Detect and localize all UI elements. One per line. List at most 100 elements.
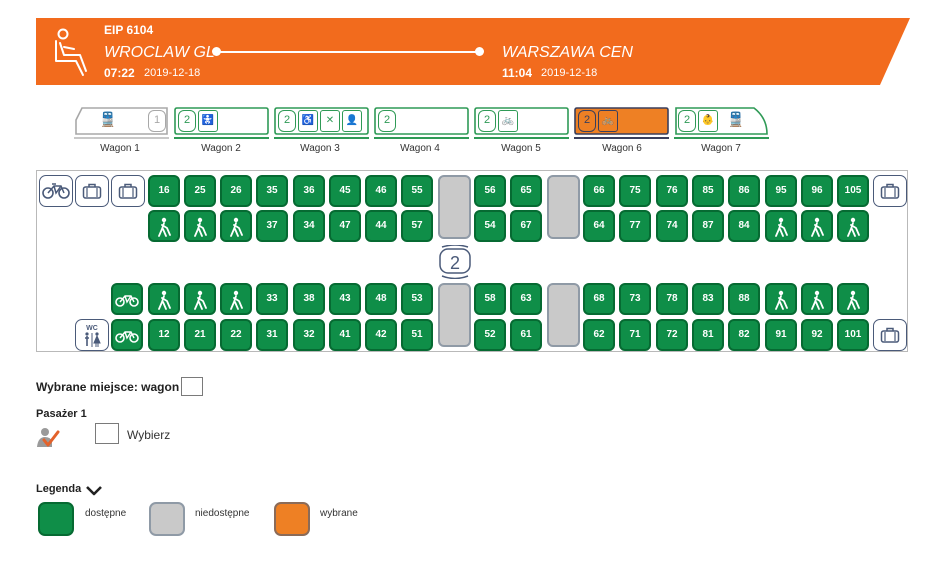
seat-12[interactable]: 12 — [148, 319, 180, 351]
legend-unavailable-swatch — [149, 502, 185, 536]
seat-88[interactable]: 88 — [728, 283, 760, 315]
luggage-area-box — [873, 319, 907, 351]
seat-96[interactable]: 96 — [801, 175, 833, 207]
bicycle-seat-icon — [111, 283, 143, 315]
seat-16[interactable]: 16 — [148, 175, 180, 207]
seat-37[interactable]: 37 — [256, 210, 288, 242]
seat-76[interactable]: 76 — [656, 175, 688, 207]
class-badge: 2 — [439, 244, 471, 280]
luggage-icon — [82, 183, 102, 199]
seat-71[interactable]: 71 — [619, 319, 651, 351]
seat-81[interactable]: 81 — [692, 319, 724, 351]
seat-68[interactable]: 68 — [583, 283, 615, 315]
seat-82[interactable]: 82 — [728, 319, 760, 351]
seat-54[interactable]: 54 — [474, 210, 506, 242]
seat-72[interactable]: 72 — [656, 319, 688, 351]
wagon-5[interactable]: 2🚲 — [474, 106, 569, 139]
seat-63[interactable]: 63 — [510, 283, 542, 315]
seat-52[interactable]: 52 — [474, 319, 506, 351]
seat-83[interactable]: 83 — [692, 283, 724, 315]
seat-61[interactable]: 61 — [510, 319, 542, 351]
wagon-class-badge: 2 — [178, 110, 196, 132]
seat-87[interactable]: 87 — [692, 210, 724, 242]
departure-date: 2019-12-18 — [144, 67, 201, 79]
seat-92[interactable]: 92 — [801, 319, 833, 351]
bike-area-box — [39, 175, 73, 207]
seat-48[interactable]: 48 — [365, 283, 397, 315]
seat-56[interactable]: 56 — [474, 175, 506, 207]
seat-46[interactable]: 46 — [365, 175, 397, 207]
seat-74[interactable]: 74 — [656, 210, 688, 242]
seat-75[interactable]: 75 — [619, 175, 651, 207]
legend-selected-swatch — [274, 502, 310, 536]
seat-34[interactable]: 34 — [293, 210, 325, 242]
wagon-label: Wagon 5 — [501, 143, 541, 154]
seat-36[interactable]: 36 — [293, 175, 325, 207]
wagon-underline — [574, 137, 669, 139]
wagon-2[interactable]: 2🚼 — [174, 106, 269, 139]
chosen-wagon-field[interactable] — [181, 377, 203, 396]
seat-101[interactable]: 101 — [837, 319, 869, 351]
choose-seat-checkbox[interactable] — [95, 423, 119, 444]
seat-31[interactable]: 31 — [256, 319, 288, 351]
seat-105[interactable]: 105 — [837, 175, 869, 207]
luggage-icon — [880, 183, 900, 199]
route-line — [216, 51, 482, 53]
wagon-1: 1🚆 — [74, 106, 169, 139]
wc-icon: WC — [85, 325, 101, 347]
seat-35[interactable]: 35 — [256, 175, 288, 207]
seat-26[interactable]: 26 — [220, 175, 252, 207]
svg-text:WC: WC — [86, 325, 98, 332]
wagon-label: Wagon 6 — [602, 143, 642, 154]
seat-41[interactable]: 41 — [329, 319, 361, 351]
seat-43[interactable]: 43 — [329, 283, 361, 315]
seat-55[interactable]: 55 — [401, 175, 433, 207]
wagon-6[interactable]: 2🚲 — [574, 106, 669, 139]
wagon-shape — [75, 107, 168, 135]
seat-67[interactable]: 67 — [510, 210, 542, 242]
seat-78[interactable]: 78 — [656, 283, 688, 315]
wagon-3[interactable]: 2♿✕👤 — [274, 106, 369, 139]
wagon-underline — [74, 137, 169, 139]
seat-66[interactable]: 66 — [583, 175, 615, 207]
seat-44[interactable]: 44 — [365, 210, 397, 242]
wagon-underline — [174, 137, 269, 139]
route-end-dot — [475, 47, 484, 56]
seat-95[interactable]: 95 — [765, 175, 797, 207]
seat-64[interactable]: 64 — [583, 210, 615, 242]
seat-22[interactable]: 22 — [220, 319, 252, 351]
choose-seat-label: Wybierz — [127, 428, 171, 442]
seat-25[interactable]: 25 — [184, 175, 216, 207]
accessible-seat-walk-icon — [765, 283, 797, 315]
passage-left — [438, 283, 471, 347]
journey-header: EIP 6104 WROCLAW GL 07:22 2019-12-18 WAR… — [36, 18, 910, 85]
wagon-4[interactable]: 2 — [374, 106, 469, 139]
seat-84[interactable]: 84 — [728, 210, 760, 242]
seat-58[interactable]: 58 — [474, 283, 506, 315]
seat-33[interactable]: 33 — [256, 283, 288, 315]
seat-47[interactable]: 47 — [329, 210, 361, 242]
wagon-shape — [374, 107, 469, 135]
seat-86[interactable]: 86 — [728, 175, 760, 207]
seat-53[interactable]: 53 — [401, 283, 433, 315]
seat-85[interactable]: 85 — [692, 175, 724, 207]
seat-51[interactable]: 51 — [401, 319, 433, 351]
seat-45[interactable]: 45 — [329, 175, 361, 207]
wagon-7[interactable]: 2👶🚆 — [674, 106, 769, 139]
svg-text:2: 2 — [450, 253, 460, 273]
seat-21[interactable]: 21 — [184, 319, 216, 351]
seat-91[interactable]: 91 — [765, 319, 797, 351]
seat-42[interactable]: 42 — [365, 319, 397, 351]
seat-77[interactable]: 77 — [619, 210, 651, 242]
chevron-down-icon[interactable] — [85, 485, 103, 497]
legend-title: Legenda — [36, 483, 82, 495]
seat-32[interactable]: 32 — [293, 319, 325, 351]
seat-65[interactable]: 65 — [510, 175, 542, 207]
seat-62[interactable]: 62 — [583, 319, 615, 351]
class-2-badge-icon: 2 — [439, 244, 471, 280]
seat-73[interactable]: 73 — [619, 283, 651, 315]
seat-38[interactable]: 38 — [293, 283, 325, 315]
wagon-class-badge: 1 — [148, 110, 166, 132]
seat-57[interactable]: 57 — [401, 210, 433, 242]
from-station: WROCLAW GL — [104, 44, 215, 61]
